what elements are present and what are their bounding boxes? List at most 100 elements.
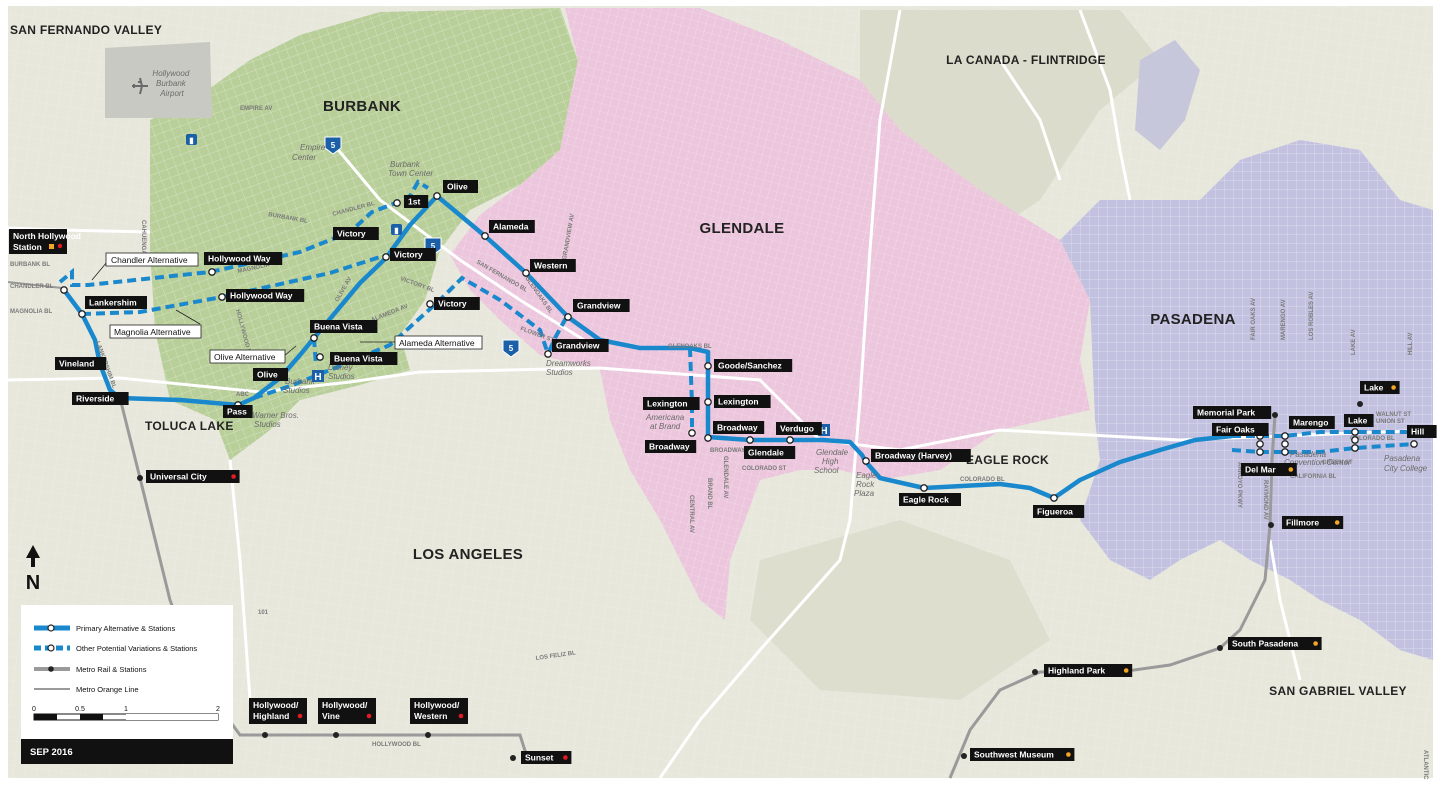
station-dot[interactable]	[382, 253, 390, 261]
station-dot[interactable]	[920, 484, 928, 492]
station-name-line: Vine	[322, 711, 340, 721]
station-label-grandview-1[interactable]: Grandview	[573, 299, 630, 312]
station-label-universal-city[interactable]: Universal City	[146, 470, 240, 483]
metro-station-dot[interactable]	[1357, 401, 1363, 407]
station-dot[interactable]	[786, 436, 794, 444]
station-label-lankershim[interactable]: Lankershim	[85, 296, 147, 309]
station-dot[interactable]	[688, 429, 696, 437]
metro-station-dot[interactable]	[333, 732, 339, 738]
street-label: HOLLYWOOD BL	[372, 742, 421, 748]
station-label-hill[interactable]: Hill	[1407, 425, 1437, 438]
metro-station-dot[interactable]	[1032, 669, 1038, 675]
station-name: Broadway	[649, 442, 690, 452]
station-label-hollywood-way-1[interactable]: Hollywood Way	[204, 252, 283, 265]
station-dot[interactable]	[393, 199, 401, 207]
poi-line: at Brand	[650, 422, 681, 431]
station-label-glendale[interactable]: Glendale	[744, 446, 796, 459]
poi-line: Burbank	[390, 160, 421, 169]
station-dot[interactable]	[78, 310, 86, 318]
metro-station-dot[interactable]	[961, 753, 967, 759]
station-label-figueroa[interactable]: Figueroa	[1033, 505, 1085, 518]
station-label-pass[interactable]: Pass	[223, 405, 253, 418]
station-label-broadway-2[interactable]: Broadway	[713, 421, 765, 434]
station-label-highland-park[interactable]: Highland Park	[1044, 664, 1133, 677]
station-label-lake-2[interactable]: Lake	[1360, 381, 1400, 394]
station-label-victory-1[interactable]: Victory	[333, 227, 379, 240]
station-label-hollywood-highland[interactable]: Hollywood/Highland	[249, 698, 307, 724]
station-dot[interactable]	[208, 268, 216, 276]
street-label: CHANDLER BL	[10, 284, 54, 290]
station-label-olive-burbank[interactable]: Olive	[253, 368, 288, 381]
station-dot[interactable]	[426, 300, 434, 308]
station-dot[interactable]	[481, 232, 489, 240]
station-label-memorial-park[interactable]: Memorial Park	[1193, 406, 1272, 419]
metro-station-dot[interactable]	[137, 475, 143, 481]
station-label-victory-2[interactable]: Victory	[390, 248, 436, 261]
station-label-goode[interactable]: Goode/Sanchez	[714, 359, 793, 372]
station-label-southwest-museum[interactable]: Southwest Museum	[970, 748, 1075, 761]
station-label-victory-3[interactable]: Victory	[434, 297, 480, 310]
metro-station-dot[interactable]	[1272, 412, 1278, 418]
station-label-broadway-1[interactable]: Broadway	[645, 440, 697, 453]
station-label-fillmore[interactable]: Fillmore	[1282, 516, 1344, 529]
station-dot[interactable]	[310, 334, 318, 342]
metro-station-dot[interactable]	[425, 732, 431, 738]
scale-tick: 0	[32, 706, 36, 713]
station-dot[interactable]	[1351, 444, 1359, 452]
metro-station-dot[interactable]	[510, 755, 516, 761]
station-label-broadway-harvey[interactable]: Broadway (Harvey)	[871, 449, 971, 462]
station-label-fair-oaks[interactable]: Fair Oaks	[1212, 423, 1269, 436]
metro-station-dot[interactable]	[262, 732, 268, 738]
metro-station-dot[interactable]	[1217, 645, 1223, 651]
station-dot[interactable]	[746, 436, 754, 444]
station-label-sunset[interactable]: Sunset	[521, 751, 572, 764]
station-dot[interactable]	[1351, 436, 1359, 444]
scale-tick: 0.5	[75, 706, 85, 713]
station-dot[interactable]	[316, 353, 324, 361]
station-label-marengo[interactable]: Marengo	[1289, 416, 1335, 429]
station-dot[interactable]	[1050, 494, 1058, 502]
station-label-verdugo[interactable]: Verdugo	[776, 422, 822, 435]
station-dot[interactable]	[704, 398, 712, 406]
station-label-hollywood-vine[interactable]: Hollywood/Vine	[318, 698, 376, 724]
station-label-western[interactable]: Western	[530, 259, 576, 272]
station-label-hollywood-western[interactable]: Hollywood/Western	[410, 698, 468, 724]
station-dot[interactable]	[1351, 428, 1359, 436]
station-dot[interactable]	[218, 293, 226, 301]
station-dot[interactable]	[704, 362, 712, 370]
station-label-eagle-rock[interactable]: Eagle Rock	[899, 493, 961, 506]
station-dot[interactable]	[1256, 448, 1264, 456]
station-label-hollywood-way-2[interactable]: Hollywood Way	[226, 289, 305, 302]
station-dot[interactable]	[564, 313, 572, 321]
station-label-vineland[interactable]: Vineland	[55, 357, 107, 370]
station-dot[interactable]	[1410, 440, 1418, 448]
metro-station-dot[interactable]	[1268, 522, 1274, 528]
station-label-alameda[interactable]: Alameda	[489, 220, 535, 233]
station-label-box	[573, 299, 630, 312]
street-label: UNION ST	[1376, 419, 1405, 425]
station-label-south-pasadena[interactable]: South Pasadena	[1228, 637, 1322, 650]
station-dot[interactable]	[544, 350, 552, 358]
station-label-lake-1[interactable]: Lake	[1344, 414, 1374, 427]
station-dot[interactable]	[1256, 440, 1264, 448]
street-label: CAHUENGA BL	[140, 220, 146, 264]
station-label-olive-top[interactable]: Olive	[443, 180, 478, 193]
station-label-del-mar[interactable]: Del Mar	[1241, 463, 1297, 476]
station-dot[interactable]	[522, 269, 530, 277]
station-name: Riverside	[76, 394, 115, 404]
station-label-buena-vista-2[interactable]: Buena Vista	[330, 352, 398, 365]
station-dot[interactable]	[1281, 432, 1289, 440]
station-dot[interactable]	[60, 286, 68, 294]
station-dot[interactable]	[862, 457, 870, 465]
station-label-lexington-2[interactable]: Lexington	[714, 395, 771, 408]
station-label-lexington-1[interactable]: Lexington	[643, 397, 700, 410]
station-label-grandview-2[interactable]: Grandview	[552, 339, 609, 352]
station-label-riverside[interactable]: Riverside	[72, 392, 129, 405]
station-label-north-hollywood[interactable]: North Hollywood Station	[9, 229, 83, 254]
station-label-first[interactable]: 1st	[404, 195, 429, 208]
station-dot[interactable]	[433, 192, 441, 200]
station-dot[interactable]	[1281, 440, 1289, 448]
station-dot[interactable]	[704, 434, 712, 442]
station-label-buena-vista-1[interactable]: Buena Vista	[310, 320, 378, 333]
station-dot[interactable]	[1281, 448, 1289, 456]
